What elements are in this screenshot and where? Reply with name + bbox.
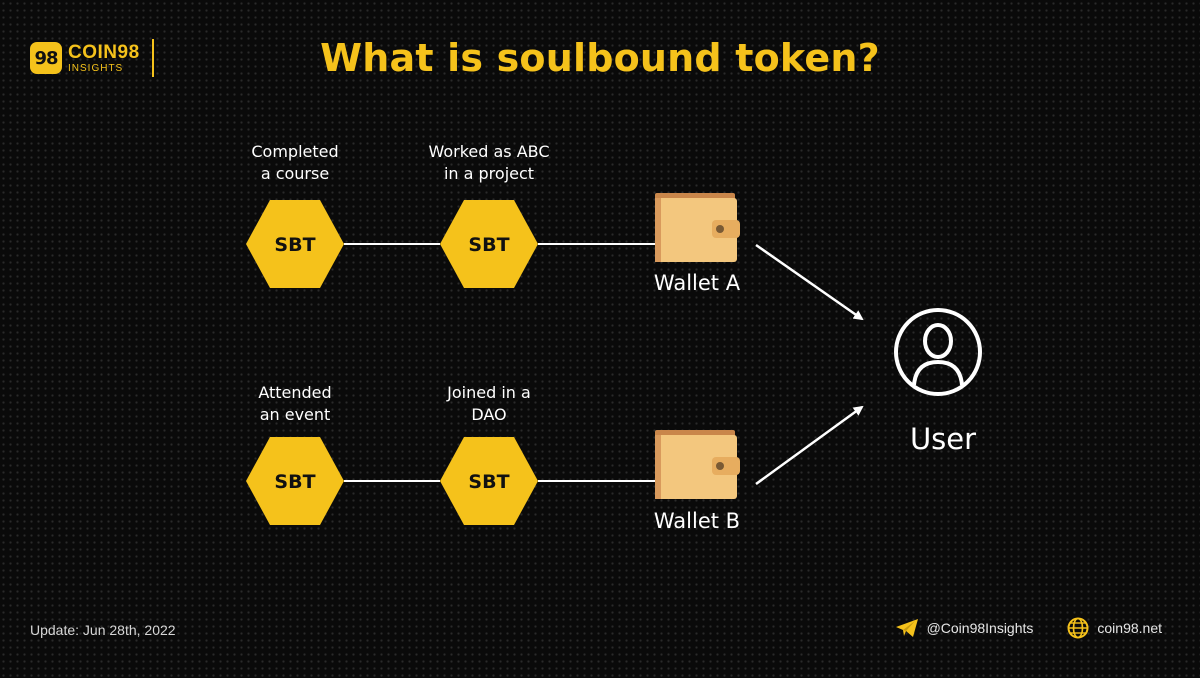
wallet-icon	[655, 430, 740, 499]
row-wallet-b: Attended an event Joined in a DAO SBT SB…	[246, 383, 740, 533]
arrow-wallet-a-to-user	[755, 243, 864, 321]
user-label: User	[910, 422, 976, 456]
wallet-label: Wallet A	[654, 271, 741, 295]
website-link[interactable]: coin98.net	[1067, 617, 1162, 639]
sbt-token: SBT	[440, 200, 538, 288]
sbt-caption: a course	[261, 164, 329, 183]
update-date: Update: Jun 28th, 2022	[30, 622, 176, 638]
hexagon-icon	[440, 437, 538, 525]
sbt-label: SBT	[274, 234, 315, 256]
logo-divider	[151, 39, 154, 77]
sbt-label: SBT	[274, 471, 315, 493]
sbt-label: SBT	[468, 234, 509, 256]
website-url: coin98.net	[1097, 620, 1162, 636]
logo-name: COIN98	[68, 41, 140, 63]
hexagon-icon	[246, 200, 344, 288]
telegram-link[interactable]: @Coin98Insights	[895, 618, 1034, 638]
sbt-caption: Completed	[251, 142, 338, 161]
sbt-caption: an event	[260, 405, 331, 424]
sbt-caption: Joined in a	[446, 383, 531, 402]
sbt-token: SBT	[246, 437, 344, 525]
wallet-icon	[655, 193, 740, 262]
telegram-handle: @Coin98Insights	[926, 620, 1034, 636]
page-title: What is soulbound token?	[320, 36, 880, 80]
user-icon	[894, 308, 982, 396]
logo-sub: INSIGHTS	[68, 62, 124, 74]
sbt-caption: Worked as ABC	[428, 142, 549, 161]
footer-links: @Coin98Insights coin98.net	[895, 617, 1162, 639]
globe-icon	[1067, 617, 1089, 639]
sbt-token: SBT	[246, 200, 344, 288]
sbt-caption: DAO	[471, 405, 506, 424]
hexagon-icon	[440, 200, 538, 288]
sbt-caption: in a project	[444, 164, 534, 183]
wallet-label: Wallet B	[654, 509, 740, 533]
coin98-logo: 98 COIN98 INSIGHTS	[30, 39, 154, 77]
sbt-token: SBT	[440, 437, 538, 525]
telegram-icon	[895, 619, 918, 637]
sbt-label: SBT	[468, 471, 509, 493]
arrow-wallet-b-to-user	[755, 405, 864, 486]
row-wallet-a: Completed a course Worked as ABC in a pr…	[246, 142, 741, 295]
sbt-caption: Attended	[258, 383, 331, 402]
logo-badge: 98	[30, 42, 62, 74]
logo-text: COIN98 INSIGHTS	[68, 43, 140, 74]
hexagon-icon	[246, 437, 344, 525]
